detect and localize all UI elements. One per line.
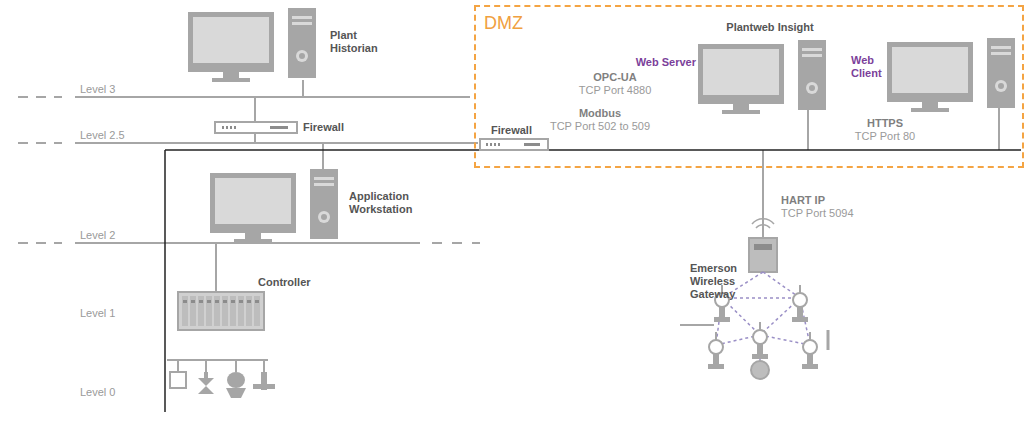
level-label: Level 2 [80,229,115,242]
device-label: Web Client [851,54,889,80]
port-label: TCP Port 4880 [540,84,690,97]
device-label: Firewall [491,124,532,137]
device-label: Application Workstation [349,190,433,216]
port-label: TCP Port 502 to 509 [525,120,675,133]
protocol-label: OPC-UA [540,71,690,84]
protocol-label: HART IP [781,194,825,207]
port-label: TCP Port 5094 [781,207,854,220]
level-label: Level 1 [80,307,115,320]
device-label: Emerson Wireless Gateway [690,262,746,301]
zone-title: DMZ [484,13,523,33]
device-label: Controller [258,276,311,289]
device-label: Web Server [618,56,696,69]
device-label: Plant Historian [330,29,392,55]
group-label: Plantweb Insight [700,21,840,34]
level-label: Level 0 [80,386,115,399]
device-label: Firewall [303,121,344,134]
protocol-label: HTTPS [835,117,935,130]
port-label: TCP Port 80 [835,130,935,143]
protocol-label: Modbus [525,107,675,120]
level-label: Level 2.5 [80,129,125,142]
level-label: Level 3 [80,83,115,96]
